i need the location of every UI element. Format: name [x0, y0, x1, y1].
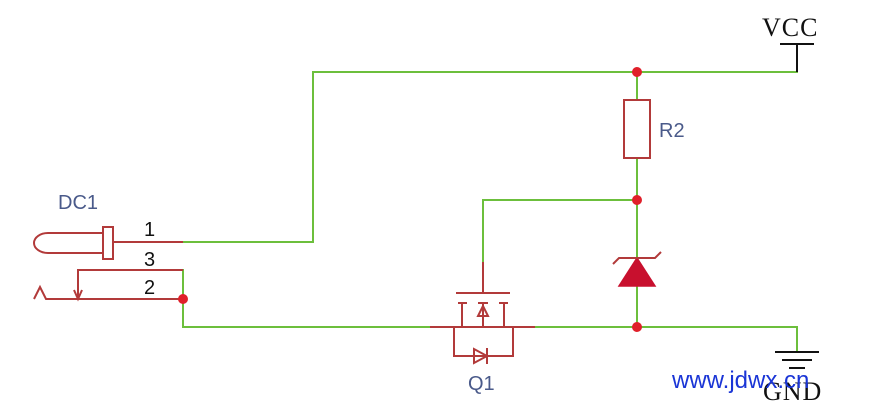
vcc-label: VCC [762, 13, 818, 42]
wire-node-to-gate [482, 199, 638, 263]
junction-dot [632, 67, 642, 77]
pin-2-label: 2 [144, 277, 155, 299]
vcc-symbol: VCC [762, 13, 818, 72]
gnd-symbol: GND [763, 351, 822, 405]
pin-1-label: 1 [144, 219, 155, 241]
zener-diode [612, 251, 662, 287]
junctions [178, 67, 642, 332]
q1-label: Q1 [468, 373, 495, 395]
junction-dot [178, 294, 188, 304]
pin-3-label: 3 [144, 249, 155, 271]
mosfet-q1: Q1 [430, 262, 535, 395]
dc-jack-dc1: DC1 1 3 2 [33, 192, 183, 302]
dc1-label: DC1 [58, 192, 98, 214]
wire-pin2-to-source [182, 269, 431, 328]
wires [182, 71, 798, 353]
wire-vcc-rail [182, 71, 798, 243]
gnd-label: GND [763, 377, 822, 405]
resistor-r2: R2 [623, 99, 685, 159]
r2-label: R2 [659, 120, 685, 142]
junction-dot [632, 322, 642, 332]
junction-dot [632, 195, 642, 205]
watermark-text: www.jdwx.cn [671, 367, 809, 394]
